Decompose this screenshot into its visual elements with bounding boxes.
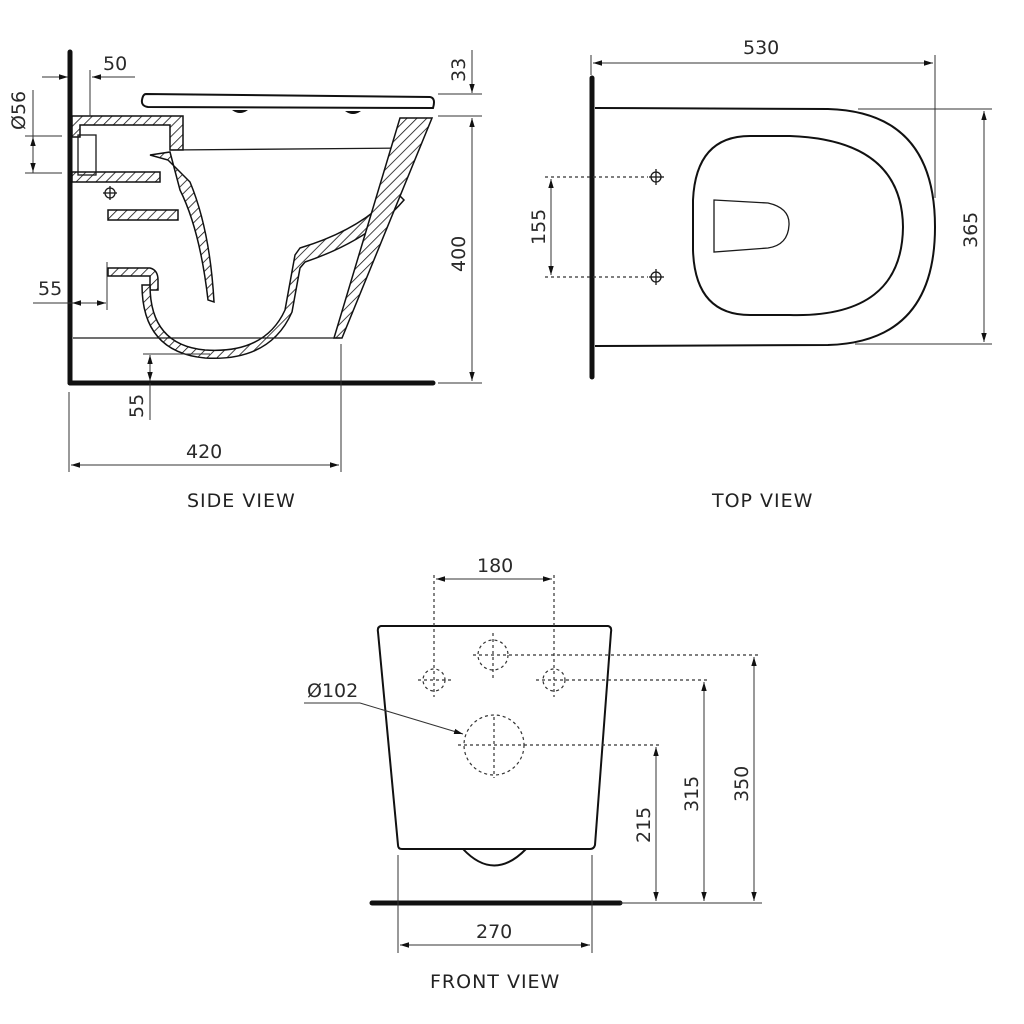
fixing-point-icon [103,186,117,200]
dim-height: 400 [448,236,470,272]
dim-floor-clearance: 55 [126,394,148,418]
dim-outlet-height: 215 [633,807,655,843]
dim-bracket-offset: 55 [38,278,62,300]
bowl-rim-line [169,147,411,151]
dim-length: 530 [743,37,779,59]
outer-shell [332,117,434,339]
bowl-opening [692,135,905,317]
dim-pipe-diameter: Ø56 [8,91,30,130]
dim-inlet-height: 350 [731,766,753,802]
lower-flange [107,209,179,221]
inlet-hole [477,639,509,671]
inner-trap-wall [149,151,215,304]
bowl-front [376,625,613,850]
inlet-pipe [77,134,97,176]
seat-buffers [232,110,361,114]
front-view-title: FRONT VIEW [430,971,560,993]
bolt-hole-right [542,668,566,692]
dim-bolt-spacing: 155 [528,209,550,245]
bowl-outline [594,107,937,347]
dim-width: 365 [960,212,982,248]
dim-bolt-spacing: 180 [477,555,513,577]
dim-seat-thickness: 33 [448,58,470,82]
outlet-opening [713,199,790,253]
front-view: Ø102 180 215 315 350 270 FRONT VIEW [304,555,762,993]
seat [140,92,435,110]
top-flange [71,115,184,151]
bowl-bottom-curve [462,848,527,867]
side-view-title: SIDE VIEW [187,490,296,512]
dim-bolt-height: 315 [681,776,703,812]
top-view-title: TOP VIEW [711,490,813,512]
mid-flange [71,171,161,183]
dim-depth: 420 [186,441,222,463]
dim-seat-offset: 50 [103,53,127,75]
bolt-hole-icon [649,169,664,185]
top-view: 155 530 365 TOP VIEW [528,37,992,512]
dim-outlet-diameter: Ø102 [307,680,358,702]
side-view: 50 Ø56 33 400 55 55 420 [8,49,482,512]
dim-width: 270 [476,921,512,943]
bolt-hole-icon [649,269,664,285]
